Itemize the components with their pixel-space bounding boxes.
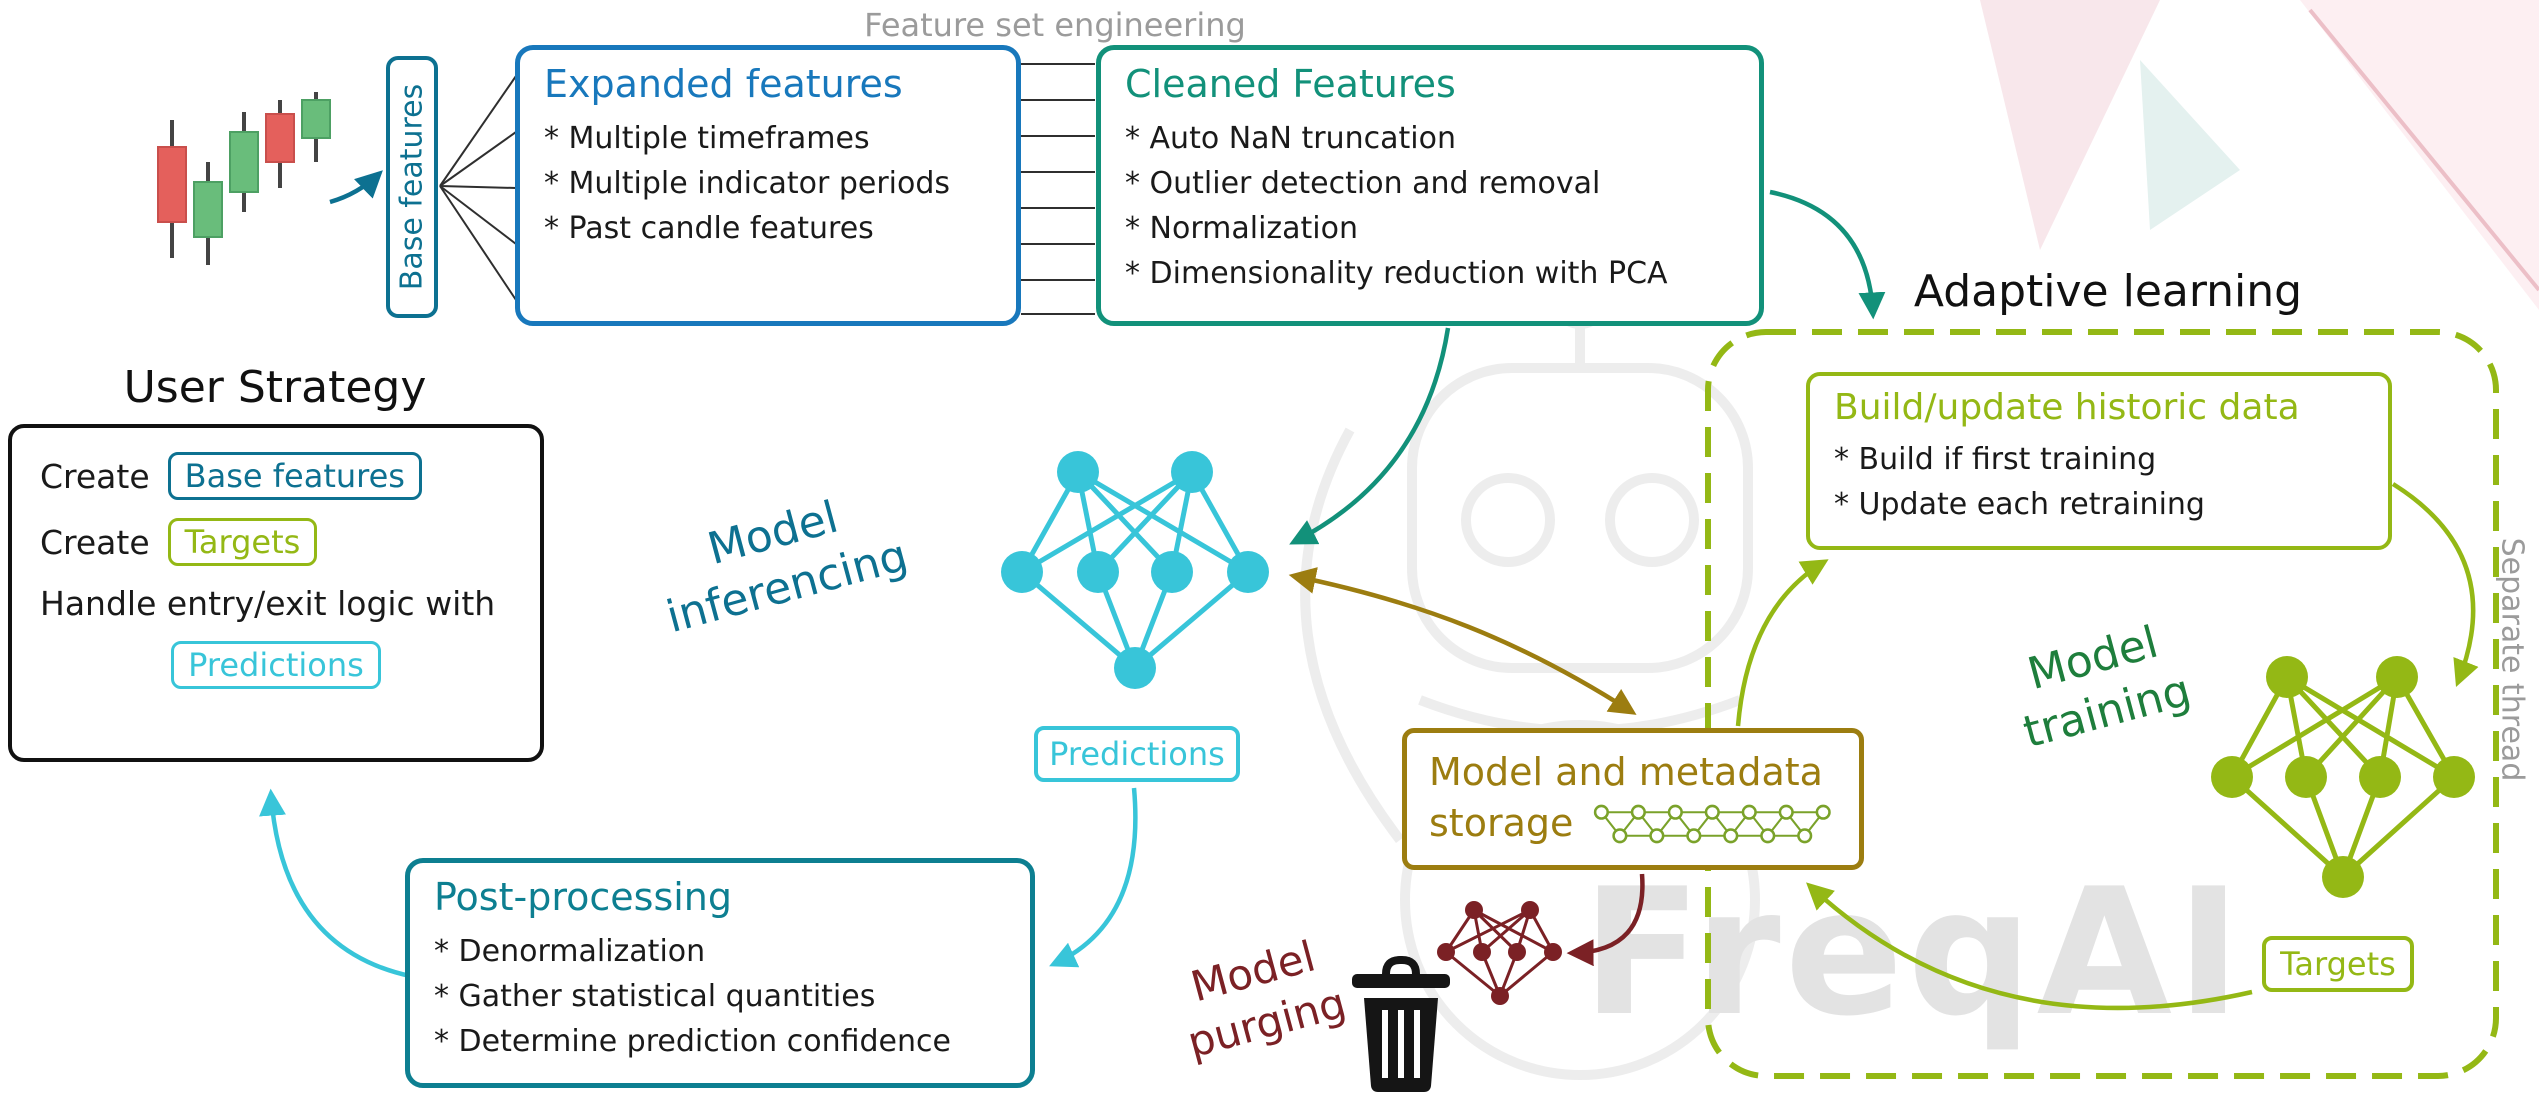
arrow-targets-to-storage: [1806, 882, 2253, 1011]
robot-eye-right: [1605, 473, 1699, 567]
corner-shape-pink-1: [1980, 0, 2160, 250]
arrow-postprocessing-to-user-strategy: [259, 788, 411, 979]
corner-shape-pink-2: [2300, 0, 2539, 310]
arrow-candles-to-base-features: [329, 170, 383, 205]
corner-shape-teal: [2140, 60, 2240, 230]
neural-network-icon-purged: [1437, 901, 1562, 1005]
arrow-cleaned-to-adaptive: [1769, 189, 1886, 320]
corner-logo-art: [1980, 0, 2539, 310]
neural-network-icon-predictions: [1001, 451, 1269, 689]
arrow-storage-to-purged-model: [1566, 873, 1645, 967]
robot-eye-left: [1461, 473, 1555, 567]
arrow-build-update-to-training-network: [2391, 482, 2479, 688]
adaptive-learning-region: [1705, 329, 2499, 1079]
watermark-text: FreqAI: [1582, 852, 2246, 1055]
expanded-to-cleaned-lines: [1021, 63, 1095, 315]
arrow-network-storage-bidirectional: [1288, 567, 1637, 715]
neural-network-icon-targets: [2211, 656, 2475, 898]
arrow-cleaned-to-network: [1289, 327, 1451, 545]
corner-line-red: [2308, 8, 2539, 292]
robot-body: [1400, 720, 1760, 1080]
arrow-predictions-to-postprocessing: [1049, 787, 1138, 968]
arrow-storage-to-build-update: [1735, 559, 1829, 727]
trash-icon: [1352, 956, 1450, 1092]
candlestick-chart-icon: [157, 92, 331, 265]
base-to-expanded-fan-lines: [439, 75, 517, 301]
